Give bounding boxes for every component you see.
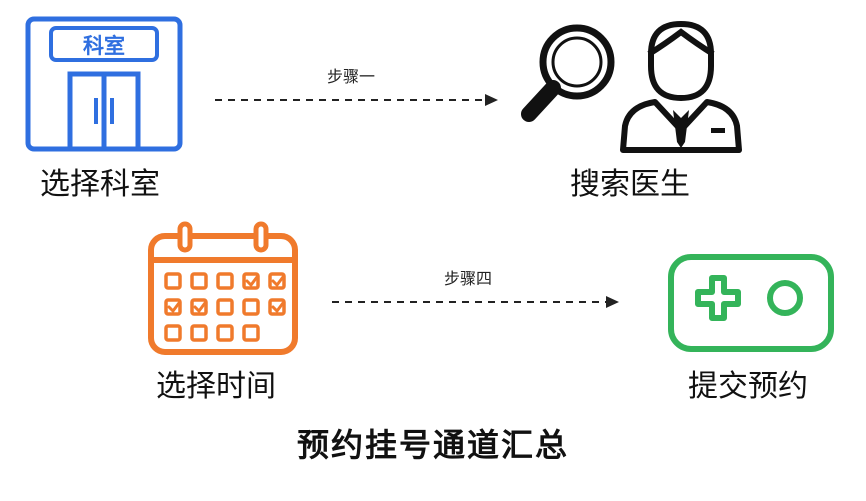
gamepad-icon (668, 254, 834, 352)
magnifier-doctor-icon (521, 20, 742, 153)
step-select-time (148, 221, 298, 356)
diagram-title: 预约挂号通道汇总 (296, 426, 569, 464)
arrow-label-step-four: 步骤四 (444, 269, 493, 288)
department-sign-text: 科室 (83, 34, 125, 58)
arrow-step-four (330, 292, 625, 312)
step-label-select-time: 选择时间 (156, 369, 276, 404)
step-select-department: 科室 (25, 16, 183, 152)
step-label-select-department: 选择科室 (40, 167, 160, 202)
building-door-icon: 科室 (25, 16, 183, 152)
step-label-search-doctor: 搜索医生 (570, 167, 690, 202)
step-submit-appointment (668, 254, 834, 352)
step-search-doctor (515, 18, 742, 154)
calendar-icon (148, 221, 298, 355)
arrow-step-one (213, 90, 503, 110)
arrow-label-step-one: 步骤一 (327, 67, 376, 86)
step-label-submit-appointment: 提交预约 (688, 369, 808, 404)
